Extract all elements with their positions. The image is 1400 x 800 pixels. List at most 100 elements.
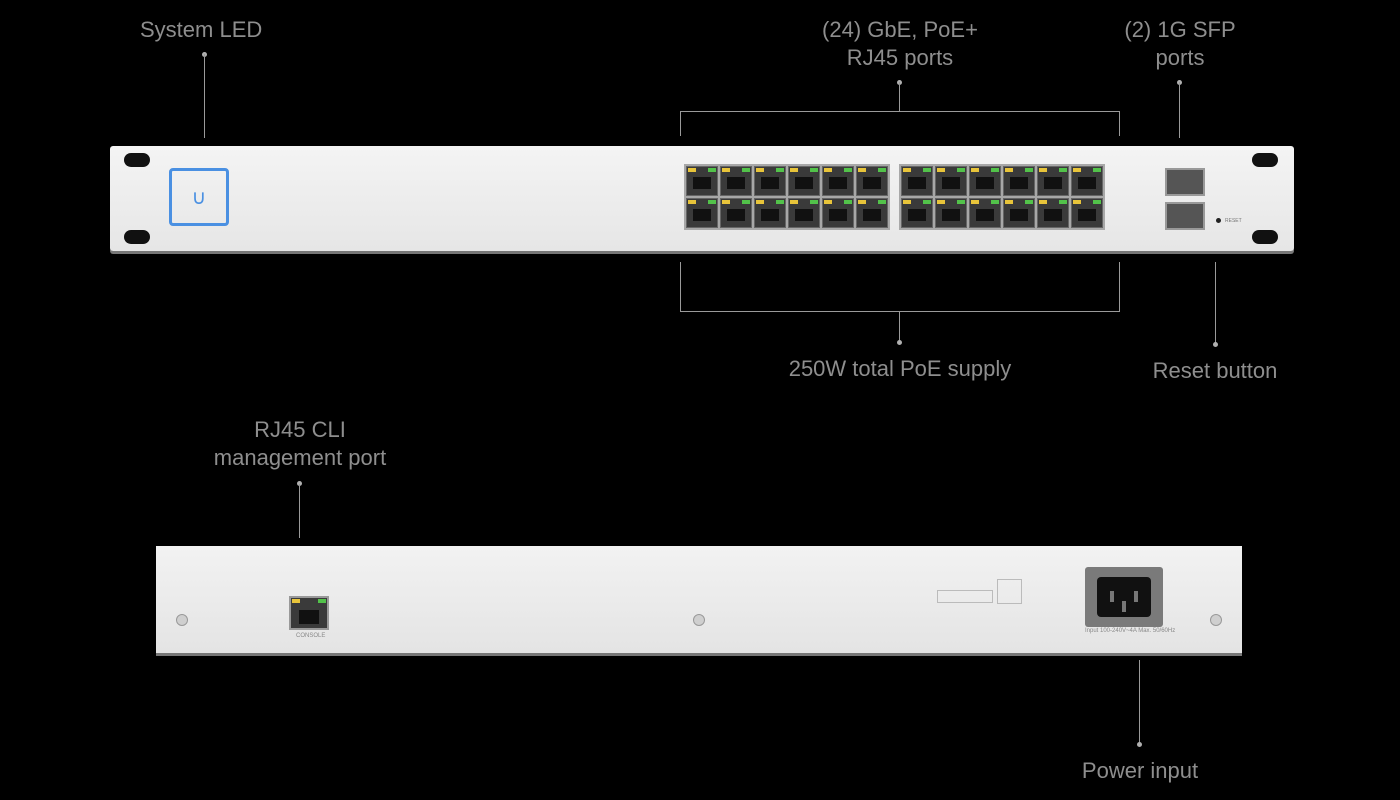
rj45-port[interactable] [720, 198, 752, 228]
rj45-port[interactable] [1003, 166, 1035, 196]
rj45-port[interactable] [1037, 198, 1069, 228]
power-pin [1110, 591, 1114, 602]
port-led-icon [903, 168, 911, 172]
port-led-icon [937, 200, 945, 204]
port-led-icon [824, 168, 832, 172]
system-led: ∪ [169, 168, 229, 226]
reset-button-callout: Reset button [1152, 358, 1278, 383]
power-input-socket[interactable] [1085, 567, 1163, 627]
back-panel: CONSOLE Input 100-240V~4A Max. 50/60Hz [156, 546, 1242, 653]
port-led-icon [991, 200, 999, 204]
port-led-icon [1073, 168, 1081, 172]
port-led-icon [776, 200, 784, 204]
callout-line [204, 54, 205, 138]
port-led-icon [844, 168, 852, 172]
port-led-icon [810, 200, 818, 204]
rj45-port[interactable] [1037, 166, 1069, 196]
callout-line [299, 484, 300, 538]
port-led-icon [708, 168, 716, 172]
rj45-port[interactable] [788, 198, 820, 228]
poe-bottom-bracket [680, 262, 1120, 312]
port-led-icon [1093, 168, 1101, 172]
port-led-icon [1059, 168, 1067, 172]
port-led-icon [790, 168, 798, 172]
rj45-port[interactable] [754, 198, 786, 228]
rj45-port[interactable] [969, 198, 1001, 228]
port-led-icon [824, 200, 832, 204]
port-led-icon [858, 200, 866, 204]
port-led-icon [1005, 200, 1013, 204]
port-led-icon [1039, 168, 1047, 172]
port-led-icon [1005, 168, 1013, 172]
rack-ear-hole [1252, 153, 1278, 167]
port-led-icon [742, 168, 750, 172]
rj45-port[interactable] [1003, 198, 1035, 228]
callout-line [1215, 262, 1216, 344]
port-led-icon [1093, 200, 1101, 204]
port-led-icon [708, 200, 716, 204]
port-led-icon [292, 599, 300, 603]
port-led-icon [957, 168, 965, 172]
port-led-icon [756, 168, 764, 172]
port-led-icon [810, 168, 818, 172]
reset-label: RESET [1225, 218, 1242, 224]
callout-dot [1137, 742, 1142, 747]
rj45-port[interactable] [935, 166, 967, 196]
rj45-port[interactable] [1071, 198, 1103, 228]
callout-dot [1213, 342, 1218, 347]
rj45-port[interactable] [822, 198, 854, 228]
system-led-callout: System LED [140, 17, 263, 42]
rj45-port[interactable] [788, 166, 820, 196]
port-led-icon [991, 168, 999, 172]
rj45-port[interactable] [856, 166, 888, 196]
port-led-icon [878, 168, 886, 172]
rack-ear-hole [124, 153, 150, 167]
port-led-icon [1025, 200, 1033, 204]
rj45-port[interactable] [720, 166, 752, 196]
rj45-top-bracket [680, 111, 1120, 136]
rj45-port[interactable] [856, 198, 888, 228]
console-label: CONSOLE [296, 633, 326, 639]
rj45-port[interactable] [969, 166, 1001, 196]
port-led-icon [1039, 200, 1047, 204]
port-led-icon [1059, 200, 1067, 204]
rj45-port[interactable] [901, 198, 933, 228]
poe-supply-callout: 250W total PoE supply [788, 356, 1012, 381]
callout-line [899, 82, 900, 112]
screw-icon [693, 614, 705, 626]
rack-ear-hole [124, 230, 150, 244]
port-led-icon [756, 200, 764, 204]
rj45-port[interactable] [686, 198, 718, 228]
cli-port-callout: RJ45 CLI management port [213, 417, 387, 470]
port-led-icon [878, 200, 886, 204]
port-led-icon [688, 200, 696, 204]
reset-button[interactable] [1216, 218, 1221, 223]
rj45-port[interactable] [1071, 166, 1103, 196]
port-led-icon [937, 168, 945, 172]
port-led-icon [1073, 200, 1081, 204]
port-led-icon [858, 168, 866, 172]
callout-line [1139, 660, 1140, 744]
port-led-icon [688, 168, 696, 172]
port-led-icon [971, 200, 979, 204]
callout-line [1179, 82, 1180, 138]
power-pin [1122, 601, 1126, 612]
callout-dot [297, 481, 302, 486]
port-led-icon [903, 200, 911, 204]
console-port[interactable] [289, 596, 329, 630]
rj45-port[interactable] [935, 198, 967, 228]
rj45-port[interactable] [686, 166, 718, 196]
rack-ear-hole [1252, 230, 1278, 244]
rj45-port[interactable] [901, 166, 933, 196]
rj45-port[interactable] [754, 166, 786, 196]
port-led-icon [722, 168, 730, 172]
rj45-port[interactable] [822, 166, 854, 196]
port-led-icon [776, 168, 784, 172]
sfp-port-25[interactable] [1165, 168, 1205, 196]
sfp-port-26[interactable] [1165, 202, 1205, 230]
screw-icon [1210, 614, 1222, 626]
ubiquiti-logo-icon: ∪ [191, 186, 207, 209]
port-led-icon [923, 168, 931, 172]
power-socket-icon [1097, 577, 1151, 617]
port-led-icon [971, 168, 979, 172]
